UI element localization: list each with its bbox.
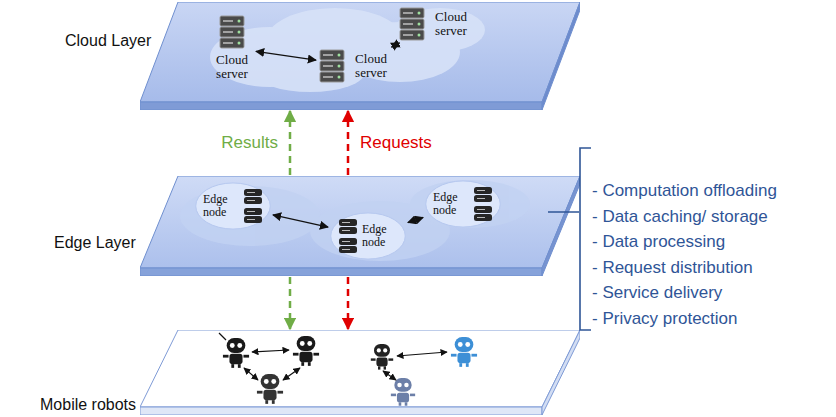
edge-node-label: Edge node: [362, 223, 398, 249]
function-list-item: - Computation offloading: [592, 181, 777, 201]
layer-plane-node: Mobile robots: [140, 330, 580, 415]
function-list-item: - Data processing: [592, 232, 725, 252]
layer-label: Edge Layer: [54, 234, 136, 252]
dashed-flow-arrow: [289, 277, 292, 329]
function-list-item: - Data caching/ storage: [592, 207, 768, 227]
server-cluster: [473, 186, 493, 222]
edge-node-label: Edge node: [433, 191, 469, 217]
cloud-server-node: Cloud server: [210, 14, 254, 82]
dashed-flow-arrow: [347, 277, 350, 329]
layer-label: Cloud Layer: [65, 32, 151, 50]
flow-label: Results: [219, 133, 280, 153]
server-cluster: [243, 188, 263, 224]
mini-server-icon: [338, 218, 358, 235]
dashed-flow-arrow: [289, 111, 292, 175]
edge-node: Edge node: [195, 182, 271, 230]
layer-plane: [140, 330, 580, 415]
link-arrow: [408, 217, 423, 222]
link-arrow: [392, 43, 400, 47]
cloud-server-node: Cloud server: [318, 48, 393, 84]
mini-server-icon: [473, 186, 493, 203]
edge-node: Edge node: [330, 212, 406, 260]
mini-server-icon: [338, 237, 358, 254]
server-icon: [318, 48, 346, 84]
link-arrow: [273, 215, 328, 227]
layer-plane-node: Cloud LayerCloud serverCloud serverCloud…: [140, 2, 580, 110]
edge-node: Edge node: [425, 180, 501, 228]
server-label: Cloud server: [429, 10, 473, 39]
bracket: [548, 148, 591, 330]
link-arrow: [256, 51, 316, 60]
flow-label: Requests: [358, 133, 434, 153]
cloud-server-node: Cloud server: [398, 6, 473, 42]
dashed-flow-arrow: [347, 111, 350, 175]
mini-server-icon: [243, 207, 263, 224]
layer-plane-node: Edge LayerEdge nodeEdge nodeEdge node: [140, 176, 580, 276]
mini-server-icon: [243, 188, 263, 205]
layer-label: Mobile robots: [40, 396, 136, 414]
function-list-item: - Service delivery: [592, 283, 722, 303]
server-icon: [218, 14, 246, 50]
server-label: Cloud server: [349, 52, 393, 81]
robot-group: [219, 333, 477, 406]
server-cluster: [338, 218, 358, 254]
mini-server-icon: [473, 205, 493, 222]
function-list-item: - Request distribution: [592, 258, 753, 278]
server-icon: [398, 6, 426, 42]
edge-node-label: Edge node: [203, 193, 239, 219]
server-label: Cloud server: [210, 53, 254, 82]
function-list-item: - Privacy protection: [592, 309, 738, 329]
